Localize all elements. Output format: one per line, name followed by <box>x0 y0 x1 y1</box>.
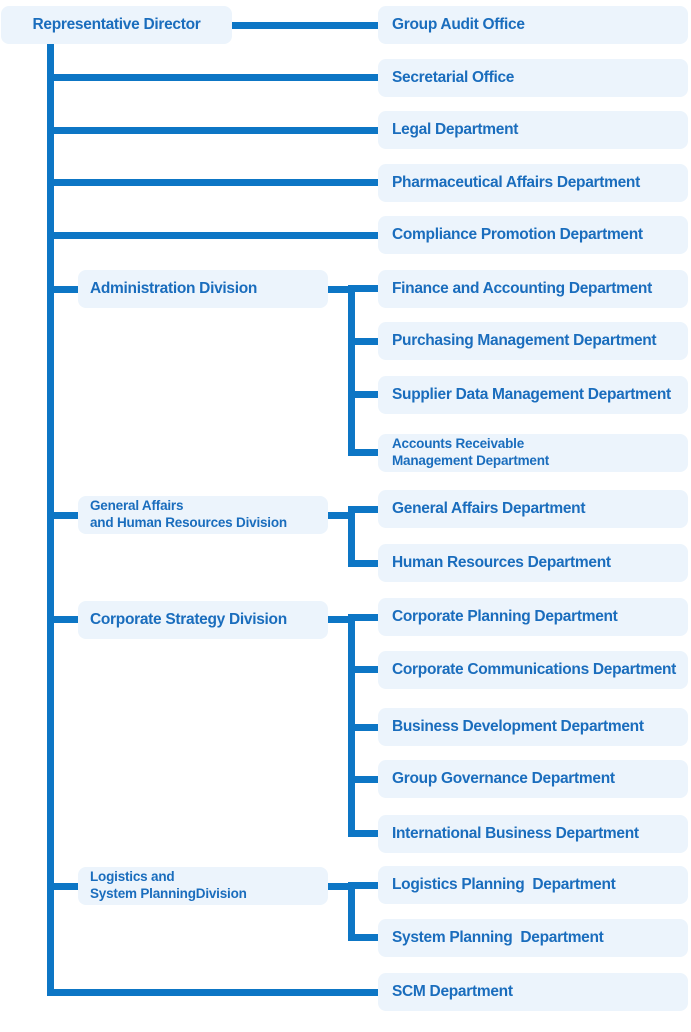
org-box-label: Administration Division <box>90 280 258 297</box>
connector-line <box>231 21 378 29</box>
org-box-label: Logistics and System PlanningDivision <box>90 869 247 901</box>
org-box-corporate-strategy-division: Corporate Strategy Division <box>78 600 328 639</box>
org-box-label: Accounts Receivable Management Departmen… <box>392 435 550 468</box>
connector-line <box>47 74 378 81</box>
connector-line <box>348 505 355 567</box>
connector-line <box>348 881 378 889</box>
connector-line <box>47 231 378 239</box>
org-box-pharmaceutical-affairs-department: Pharmaceutical Affairs Department <box>378 163 688 202</box>
connector-line <box>327 616 355 623</box>
connector-line <box>348 285 355 456</box>
org-box-label: Legal Department <box>392 121 519 138</box>
connector-line <box>47 882 78 890</box>
connector-line <box>348 559 378 567</box>
connector-line <box>348 934 378 941</box>
org-box-system-planning-department: System Planning Department <box>378 918 688 957</box>
org-box-label: SCM Department <box>392 983 513 1000</box>
connector-line <box>348 613 378 621</box>
connector-line <box>348 666 378 673</box>
org-box-label: System Planning Department <box>392 928 604 946</box>
connector-line <box>47 616 78 623</box>
connector-line <box>47 988 378 996</box>
connector-line <box>348 830 378 837</box>
connector-line <box>348 449 378 456</box>
org-box-human-resources-department: Human Resources Department <box>378 544 688 582</box>
org-box-administration-division: Administration Division <box>78 270 328 308</box>
connector-line <box>47 511 78 519</box>
org-box-corporate-planning-department: Corporate Planning Department <box>378 598 688 636</box>
connector-line <box>348 723 378 731</box>
org-box-label: Compliance Promotion Department <box>392 226 643 243</box>
connector-line <box>348 881 355 941</box>
connector-line <box>47 179 378 186</box>
org-box-label: General Affairs and Human Resources Divi… <box>90 498 287 530</box>
connector-line <box>47 285 78 293</box>
connector-line <box>348 775 378 783</box>
org-box-logistics-planning-department: Logistics Planning Department <box>378 866 688 904</box>
org-box-group-governance-department: Group Governance Department <box>378 760 688 798</box>
org-box-corporate-communications-department: Corporate Communications Department <box>378 650 688 689</box>
org-box-label: Corporate Communications Department <box>392 660 677 678</box>
org-box-label: Corporate Strategy Division <box>90 610 287 628</box>
org-box-label: Representative Director <box>32 16 201 33</box>
org-box-legal-department: Legal Department <box>378 111 688 149</box>
org-box-representative-director: Representative Director <box>1 6 232 44</box>
org-box-finance-and-accounting-department: Finance and Accounting Department <box>378 269 688 308</box>
org-box-accounts-receivable-management-department: Accounts Receivable Management Departmen… <box>378 433 688 472</box>
org-box-label: Finance and Accounting Department <box>392 279 652 297</box>
org-box-international-business-department: International Business Department <box>378 814 688 853</box>
org-box-label: Group Governance Department <box>392 770 615 787</box>
org-box-label: Group Audit Office <box>392 16 525 33</box>
org-box-label: General Affairs Department <box>392 500 586 517</box>
connector-line <box>348 337 378 345</box>
connector-line <box>47 126 378 134</box>
org-box-group-audit-office: Group Audit Office <box>378 6 688 44</box>
org-box-label: Logistics Planning Department <box>392 876 616 893</box>
trunk-line <box>47 42 54 996</box>
connector-line <box>348 505 378 513</box>
org-box-label: International Business Department <box>392 824 639 842</box>
org-box-general-affairs-department: General Affairs Department <box>378 490 688 528</box>
connector-line <box>327 882 355 890</box>
org-box-purchasing-management-department: Purchasing Management Department <box>378 322 688 360</box>
org-box-label: Pharmaceutical Affairs Department <box>392 173 640 191</box>
org-box-label: Human Resources Department <box>392 554 611 571</box>
connector-line <box>327 285 355 293</box>
org-box-general-affairs-and-human-resources-division: General Affairs and Human Resources Divi… <box>78 496 328 534</box>
org-box-secretarial-office: Secretarial Office <box>378 58 688 97</box>
org-box-scm-department: SCM Department <box>378 973 688 1011</box>
connector-line <box>348 285 378 292</box>
org-box-label: Secretarial Office <box>392 68 515 86</box>
connector-line <box>327 511 355 519</box>
org-box-business-development-department: Business Development Department <box>378 708 688 746</box>
org-box-supplier-data-management-department: Supplier Data Management Department <box>378 375 688 414</box>
org-box-label: Supplier Data Management Department <box>392 385 671 403</box>
org-box-compliance-promotion-department: Compliance Promotion Department <box>378 216 688 254</box>
org-box-logistics-and-system-planningdivision: Logistics and System PlanningDivision <box>78 867 328 905</box>
org-box-label: Purchasing Management Department <box>392 332 657 349</box>
org-box-label: Business Development Department <box>392 718 644 735</box>
org-box-label: Corporate Planning Department <box>392 608 618 625</box>
connector-line <box>348 391 378 398</box>
